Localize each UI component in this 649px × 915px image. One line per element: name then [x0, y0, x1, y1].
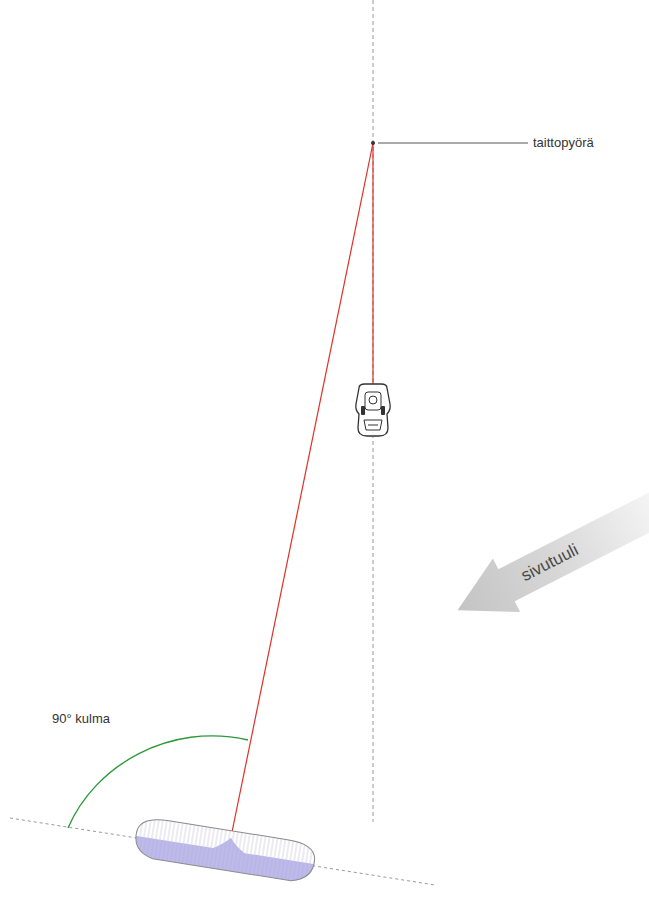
angle-label: 90° kulma	[52, 711, 110, 727]
kite	[127, 810, 322, 889]
pulley-label: taittopyörä	[533, 135, 594, 151]
angle-arc	[68, 736, 248, 828]
leader-line	[378, 143, 528, 144]
mower	[356, 384, 390, 436]
pulley	[371, 141, 375, 145]
rope-line	[232, 143, 373, 832]
wind-arrow: sivutuuli	[444, 479, 649, 637]
rope-line	[372, 143, 373, 386]
